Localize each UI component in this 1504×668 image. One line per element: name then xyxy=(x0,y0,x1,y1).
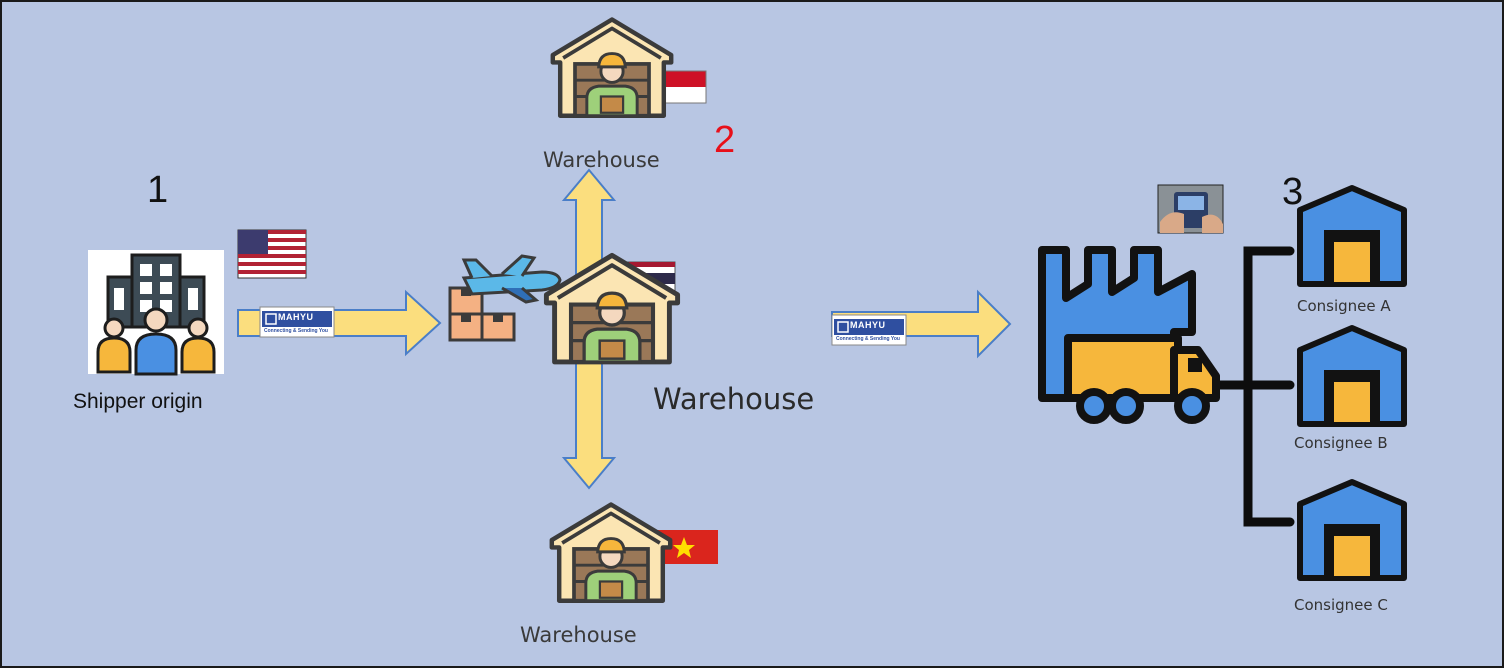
phone-photo-icon xyxy=(1157,184,1224,234)
shipper-origin-label: Shipper origin xyxy=(73,390,203,413)
warehouse-bottom-label: Warehouse xyxy=(520,623,637,647)
plane-boxes-icon xyxy=(448,254,562,342)
factory-truck-icon xyxy=(1038,246,1220,424)
warehouse-worker-icon-top xyxy=(553,20,671,116)
consignee-warehouse-icon-a xyxy=(1300,188,1404,284)
badge-tagline: Connecting & Sending You xyxy=(836,336,900,342)
mahyu-badge-2: MAHYU Connecting & Sending You xyxy=(832,315,906,345)
badge-tagline: Connecting & Sending You xyxy=(264,328,328,334)
step-number-1: 1 xyxy=(147,169,169,211)
badge-brand: MAHYU xyxy=(278,312,314,322)
mahyu-badge-1: MAHYU Connecting & Sending You xyxy=(260,307,334,337)
step-number-2: 2 xyxy=(714,119,736,161)
indonesia-flag-icon xyxy=(657,70,707,104)
badge-brand: MAHYU xyxy=(850,320,886,330)
consignee-branch-connector xyxy=(1213,246,1295,527)
building-people-icon xyxy=(88,250,224,376)
warehouse-worker-icon-bottom xyxy=(552,505,670,601)
consignee-warehouse-icon-b xyxy=(1300,328,1404,424)
consignee-b-label: Consignee B xyxy=(1294,434,1388,452)
usa-flag-icon xyxy=(237,229,307,279)
consignee-a-label: Consignee A xyxy=(1297,297,1391,315)
consignee-warehouse-icon-c xyxy=(1300,482,1404,578)
consignee-c-label: Consignee C xyxy=(1294,596,1388,614)
warehouse-center-label: Warehouse xyxy=(653,382,815,416)
step-number-3: 3 xyxy=(1282,171,1304,213)
warehouse-top-label: Warehouse xyxy=(543,148,660,172)
